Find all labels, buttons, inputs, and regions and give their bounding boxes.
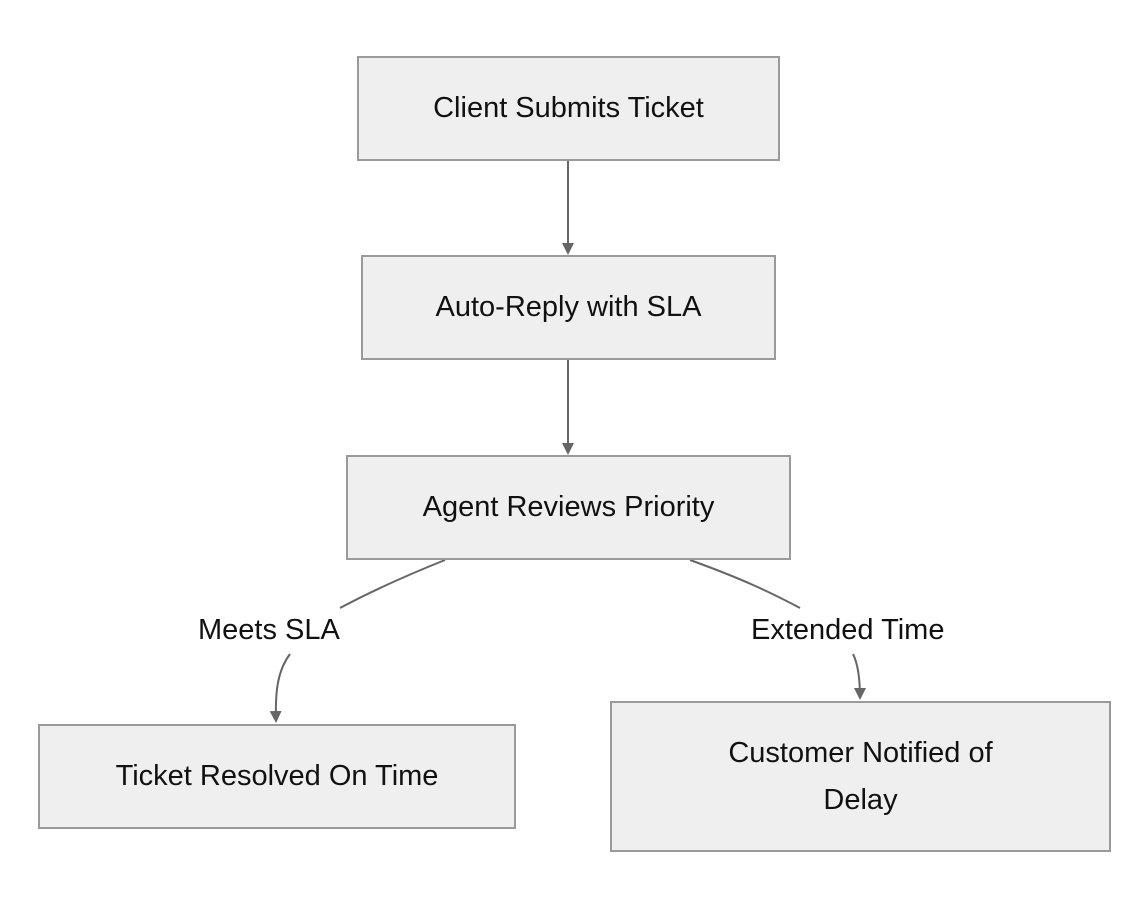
edge-label-text: Extended Time bbox=[751, 614, 945, 646]
node-label: Agent Reviews Priority bbox=[422, 491, 715, 523]
node-label: Auto-Reply with SLA bbox=[435, 291, 702, 323]
edge-agent-to-resolved bbox=[276, 559, 446, 721]
node-label: Customer Notified of Delay bbox=[728, 736, 993, 816]
node-label: Client Submits Ticket bbox=[433, 92, 704, 124]
node-auto-reply-with-sla: Auto-Reply with SLA bbox=[361, 255, 776, 360]
edge-label-extended-time: Extended Time bbox=[747, 612, 949, 648]
node-ticket-resolved-on-time: Ticket Resolved On Time bbox=[38, 724, 516, 829]
node-agent-reviews-priority: Agent Reviews Priority bbox=[346, 455, 791, 560]
edge-label-text: Meets SLA bbox=[198, 614, 340, 646]
node-customer-notified-of-delay: Customer Notified of Delay bbox=[610, 701, 1111, 852]
node-client-submits-ticket: Client Submits Ticket bbox=[357, 56, 780, 161]
edge-agent-to-notified bbox=[689, 559, 860, 698]
edge-label-meets-sla: Meets SLA bbox=[194, 612, 344, 648]
node-label: Ticket Resolved On Time bbox=[115, 760, 439, 792]
